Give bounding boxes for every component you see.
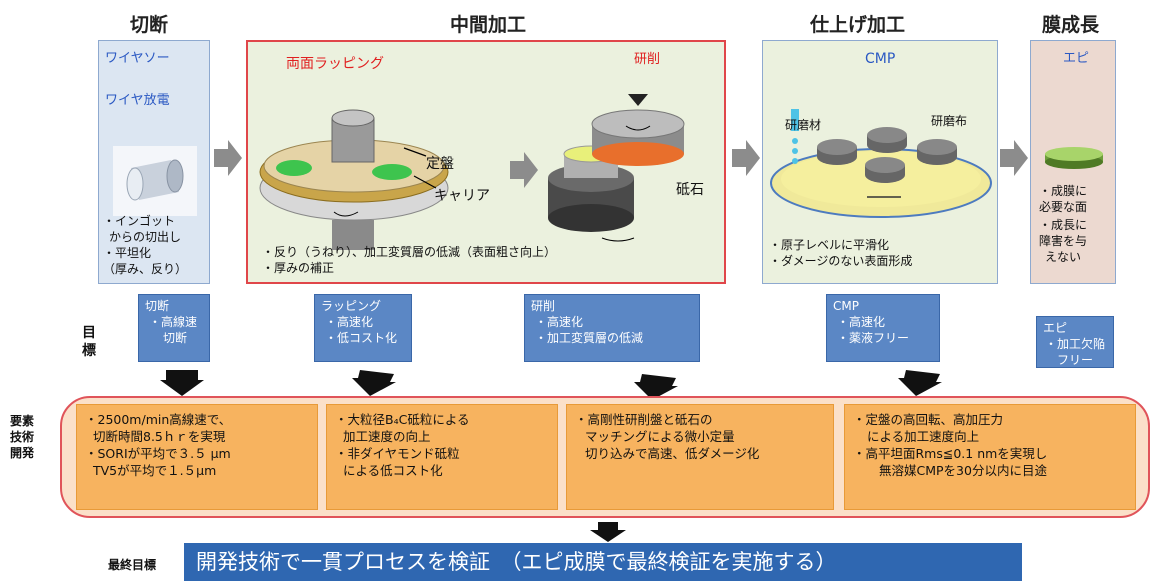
tech-grinding-line-1: ・高剛性研削盤と砥石の: [575, 412, 713, 427]
growth-panel: エピ ・成膜に 必要な面 ・成長に 障害を与 えない: [1030, 40, 1116, 284]
goal-lapping-line-2: ・高速化: [325, 315, 374, 329]
grinding-label: 研削: [634, 52, 661, 67]
final-down-arrow: [590, 522, 626, 542]
intermediate-panel: 両面ラッピング 研削 定盤 キャリア 砥石 ・反り（うねり）、加工変質層の低減（…: [246, 40, 726, 284]
wire-saw-label: ワイヤソー: [105, 51, 170, 66]
growth-desc-3: ・成長に: [1039, 218, 1088, 232]
cutting-desc-3: ・平坦化: [103, 246, 152, 260]
tech-box-grinding: ・高剛性研削盤と砥石の マッチングによる微小定量 切り込みで高速、低ダメージ化: [566, 404, 834, 510]
goal-cutting-line-2: ・高線速: [149, 315, 198, 329]
carrier-label: キャリア: [434, 188, 490, 204]
final-goal-banner: 開発技術で一貫プロセスを検証 （エピ成膜で最終検証を実施する）: [184, 543, 1022, 581]
goal-cutting-line-3: 切断: [163, 331, 188, 345]
growth-desc-4: 障害を与: [1039, 234, 1088, 248]
slurry-label: 研磨材: [785, 118, 822, 132]
cutting-desc-1: ・インゴット: [103, 214, 176, 228]
intermediate-bullet-2: ・厚みの補正: [262, 261, 335, 275]
process-arrow-1: [214, 140, 242, 176]
cmp-illustration: [770, 109, 992, 218]
finishing-bullet-1: ・原子レベルに平滑化: [769, 238, 890, 252]
goal-box-cmp: CMP ・高速化 ・薬液フリー: [826, 294, 940, 362]
stage-title-growth: 膜成長: [1042, 14, 1100, 36]
tech-lapping-line-3: ・非ダイヤモンド砥粒: [335, 446, 460, 461]
stage-title-finishing: 仕上げ加工: [810, 14, 906, 36]
growth-desc-5: えない: [1045, 250, 1082, 264]
goal-label-char-2: 標: [82, 343, 96, 359]
epi-label: エピ: [1063, 51, 1090, 66]
tech-box-lapping: ・大粒径B₄C砥粒による 加工速度の向上 ・非ダイヤモンド砥粒 による低コスト化: [326, 404, 558, 510]
goal-grinding-line-1: 研削: [531, 299, 556, 313]
down-arrow-3: [634, 374, 678, 400]
goal-cutting-line-1: 切断: [145, 299, 170, 313]
tech-label-line-2: 技術: [10, 430, 35, 444]
process-arrow-3: [1000, 140, 1028, 176]
goal-grinding-line-3: ・加工変質層の低減: [535, 331, 644, 345]
lapping-to-grinding-arrow: [510, 152, 538, 188]
tech-grinding-line-2: マッチングによる微小定量: [585, 429, 735, 444]
lapping-label: 両面ラッピング: [286, 56, 384, 72]
wire-edm-label: ワイヤ放電: [105, 93, 170, 108]
down-arrow-4: [898, 370, 942, 396]
goal-label-char-1: 目: [82, 325, 96, 341]
tech-cutting-line-3: ・SORIが平均で３.５ μm: [85, 446, 231, 461]
goal-box-lapping: ラッピング ・高速化 ・低コスト化: [314, 294, 412, 362]
growth-desc-1: ・成膜に: [1039, 184, 1088, 198]
goal-box-epi: エピ ・加工欠陥 フリー: [1036, 316, 1114, 368]
goal-epi-line-1: エピ: [1043, 321, 1068, 335]
down-arrow-2: [352, 370, 396, 396]
tech-cmp-line-1: ・定盤の高回転、高加圧力: [853, 412, 1004, 427]
grinding-illustration: [548, 94, 685, 242]
cutting-desc-4: （厚み、反り）: [103, 262, 188, 276]
tech-box-cmp: ・定盤の高回転、高加圧力 による加工速度向上 ・高平坦面Rms≦0.1 nmを実…: [844, 404, 1136, 510]
goal-box-grinding: 研削 ・高速化 ・加工変質層の低減: [524, 294, 700, 362]
down-arrow-1: [160, 370, 204, 396]
goal-epi-line-3: フリー: [1057, 353, 1094, 367]
finishing-bullet-2: ・ダメージのない表面形成: [769, 254, 913, 268]
tech-label-line-3: 開発: [10, 446, 35, 460]
goal-cmp-line-2: ・高速化: [837, 315, 886, 329]
stage-title-cutting: 切断: [130, 14, 169, 36]
lapping-machine-illustration: [259, 109, 449, 250]
goal-cmp-line-3: ・薬液フリー: [837, 331, 910, 345]
tech-cutting-line-2: 切断時間8.5ｈｒを実現: [93, 429, 226, 444]
grindstone-label: 砥石: [676, 182, 704, 198]
tech-lapping-line-2: 加工速度の向上: [343, 429, 431, 444]
goal-lapping-line-3: ・低コスト化: [325, 331, 398, 345]
tech-cmp-line-2: による加工速度向上: [867, 429, 980, 444]
intermediate-bullet-1: ・反り（うねり）、加工変質層の低減（表面粗さ向上）: [262, 245, 557, 259]
tech-lapping-line-4: による低コスト化: [343, 463, 443, 478]
tech-cmp-line-3: ・高平坦面Rms≦0.1 nmを実現し: [853, 446, 1048, 461]
tech-grinding-line-3: 切り込みで高速、低ダメージ化: [585, 446, 760, 461]
epi-wafer-illustration: [1045, 147, 1103, 169]
tech-cmp-line-4: 無溶媒CMPを30分以内に目途: [879, 463, 1047, 478]
plate-label: 定盤: [426, 156, 454, 172]
tech-label-line-1: 要素: [10, 414, 35, 428]
goal-box-cutting: 切断 ・高線速 切断: [138, 294, 210, 362]
final-goal-label: 最終目標: [108, 558, 157, 572]
cutting-panel: ワイヤソー ワイヤ放電 ・インゴット からの切出し ・平坦化 （厚み、反り）: [98, 40, 210, 284]
goal-epi-line-2: ・加工欠陥: [1045, 337, 1106, 351]
process-arrow-2: [732, 140, 760, 176]
tech-lapping-line-1: ・大粒径B₄C砥粒による: [335, 412, 470, 427]
cmp-label: CMP: [865, 51, 896, 67]
growth-desc-2: 必要な面: [1039, 200, 1088, 214]
goal-lapping-line-1: ラッピング: [321, 299, 382, 313]
cutting-desc-2: からの切出し: [109, 230, 182, 244]
pad-label: 研磨布: [931, 114, 968, 128]
tech-box-cutting: ・2500m/min高線速で、 切断時間8.5ｈｒを実現 ・SORIが平均で３.…: [76, 404, 318, 510]
finishing-panel: CMP 研磨材 研磨布 ・原子レベルに平滑化 ・ダメージのない表面形成: [762, 40, 998, 284]
ingot-illustration: [113, 146, 197, 216]
tech-cutting-line-1: ・2500m/min高線速で、: [85, 412, 232, 427]
stage-title-intermediate: 中間加工: [450, 14, 527, 36]
goal-grinding-line-2: ・高速化: [535, 315, 584, 329]
tech-cutting-line-4: TV5が平均で１.５μm: [93, 463, 217, 478]
goal-cmp-line-1: CMP: [833, 299, 859, 313]
